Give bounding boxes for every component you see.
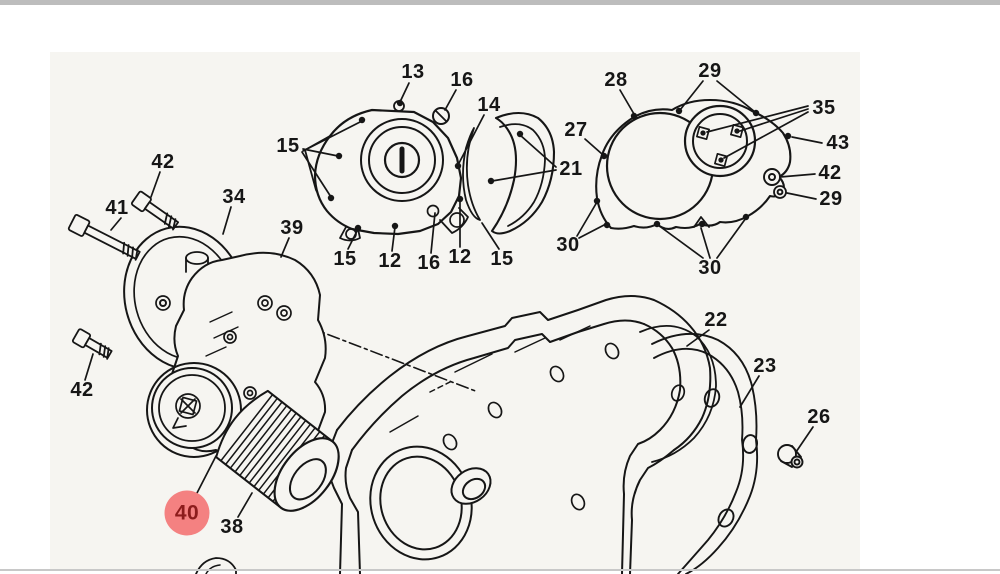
part-callout-15-3[interactable]: 15 bbox=[490, 248, 514, 270]
clutch-cover-drawing bbox=[595, 98, 792, 230]
part-callout-42-2[interactable]: 42 bbox=[151, 151, 175, 173]
part-callout-15-2[interactable]: 15 bbox=[333, 248, 357, 270]
top-divider bbox=[0, 0, 1000, 5]
part-callout-15[interactable]: 15 bbox=[276, 135, 300, 157]
part-callout-43[interactable]: 43 bbox=[826, 132, 850, 154]
part-callout-21[interactable]: 21 bbox=[559, 158, 583, 180]
bolt-42-bottom-drawing bbox=[71, 328, 113, 360]
part-callout-29[interactable]: 29 bbox=[698, 60, 722, 82]
part-callout-12[interactable]: 12 bbox=[378, 250, 402, 272]
water-pump-drawing bbox=[67, 190, 327, 466]
part-callout-34[interactable]: 34 bbox=[222, 186, 246, 208]
part-callout-23[interactable]: 23 bbox=[753, 355, 777, 377]
part-callout-42[interactable]: 42 bbox=[818, 162, 842, 184]
part-callout-12-2[interactable]: 12 bbox=[448, 246, 472, 268]
part-callout-27[interactable]: 27 bbox=[564, 119, 588, 141]
part-callout-35[interactable]: 35 bbox=[812, 97, 836, 119]
impeller-drawing bbox=[172, 393, 201, 429]
bolt-42-top-drawing bbox=[131, 190, 180, 231]
magneto-cover-drawing bbox=[304, 100, 469, 242]
crankcase-drawing bbox=[195, 295, 717, 574]
part-callout-38[interactable]: 38 bbox=[220, 516, 244, 538]
part-callout-42-3[interactable]: 42 bbox=[70, 379, 94, 401]
part-callout-30-2[interactable]: 30 bbox=[698, 257, 722, 279]
part-callout-26[interactable]: 26 bbox=[807, 406, 831, 428]
highlight-leader-line bbox=[196, 455, 217, 494]
part-callout-16-2[interactable]: 16 bbox=[417, 252, 441, 274]
oil-filter-drawing bbox=[215, 389, 340, 512]
part-callout-30[interactable]: 30 bbox=[556, 234, 580, 256]
part-callout-39[interactable]: 39 bbox=[280, 217, 304, 239]
leader-lines bbox=[84, 80, 823, 518]
leader-dots bbox=[327, 99, 792, 232]
part-callout-41[interactable]: 41 bbox=[105, 197, 129, 219]
shroud-drawing bbox=[462, 111, 556, 235]
collar-26-drawing bbox=[777, 444, 804, 469]
bolt-41-drawing bbox=[67, 214, 141, 261]
part-callout-13[interactable]: 13 bbox=[401, 61, 425, 83]
part-callout-28[interactable]: 28 bbox=[604, 69, 628, 91]
part-callout-22[interactable]: 22 bbox=[704, 309, 728, 331]
bottom-divider bbox=[0, 569, 1000, 571]
part-callout-14[interactable]: 14 bbox=[477, 94, 501, 116]
part-callout-29-2[interactable]: 29 bbox=[819, 188, 843, 210]
gasket-drawing bbox=[651, 332, 759, 574]
part-callout-16[interactable]: 16 bbox=[450, 69, 474, 91]
part-callout-40[interactable]: 40 bbox=[164, 490, 210, 536]
